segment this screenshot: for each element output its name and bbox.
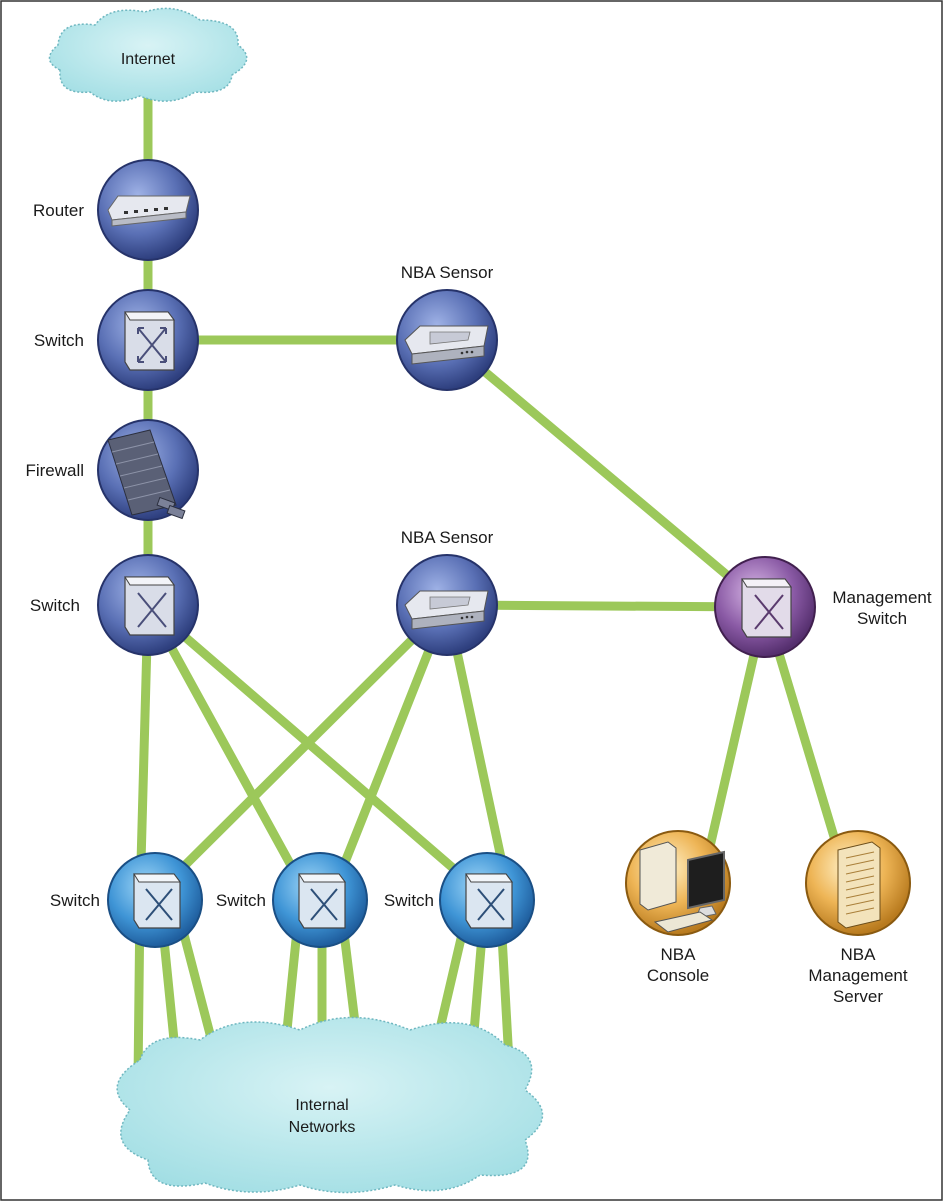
- switch-b3-label: Switch: [384, 891, 434, 910]
- server-label-line3: Server: [833, 987, 883, 1006]
- internet-label: Internet: [121, 51, 176, 68]
- internet-cloud: Internet: [48, 7, 248, 102]
- switch-b1-node: Switch: [50, 852, 203, 948]
- switch-mid-node: Switch: [30, 554, 199, 656]
- cloud-icon: [48, 7, 248, 102]
- management-switch-node: Management Switch: [714, 556, 932, 658]
- cloud-icon: [116, 1016, 544, 1194]
- nba-console-node: NBA Console: [625, 830, 731, 985]
- sensor-icon: [404, 590, 489, 630]
- firewall-label: Firewall: [25, 461, 84, 480]
- computer-icon: [639, 841, 725, 933]
- nba-server-node: NBA Management Server: [805, 830, 911, 1006]
- link-sensor-top-mgmt: [442, 335, 770, 612]
- switch-icon: [465, 873, 513, 929]
- console-label-line2: Console: [647, 966, 709, 985]
- sensor-top-node: NBA Sensor: [396, 263, 498, 391]
- switch-icon: [741, 578, 792, 638]
- switch-b2-node: Switch: [216, 852, 368, 948]
- router-icon: [107, 195, 191, 227]
- switch-b3-node: Switch: [384, 852, 535, 948]
- switch-b1-label: Switch: [50, 891, 100, 910]
- internal-label-line1: Internal: [295, 1097, 348, 1114]
- link-sensor-b2: [325, 600, 452, 905]
- sensor-mid-label: NBA Sensor: [401, 528, 494, 547]
- sensor-icon: [404, 325, 489, 365]
- switch-icon: [133, 873, 181, 929]
- switch-b2-label: Switch: [216, 891, 266, 910]
- switch-icon: [124, 311, 175, 371]
- link-sensor-mid-mgmt: [442, 600, 770, 612]
- link-switch-b2: [143, 600, 315, 905]
- switch-icon: [298, 873, 346, 929]
- firewall-icon: [107, 429, 186, 520]
- firewall-node: Firewall: [25, 419, 199, 521]
- server-label-line1: NBA: [841, 945, 877, 964]
- internal-networks-cloud: Internal Networks: [116, 1016, 544, 1194]
- internal-label-line2: Networks: [289, 1119, 356, 1136]
- console-label-line1: NBA: [661, 945, 697, 964]
- switch-top-label: Switch: [34, 331, 84, 350]
- server-label-line2: Management: [808, 966, 908, 985]
- sensor-top-label: NBA Sensor: [401, 263, 494, 282]
- router-node: Router: [33, 159, 199, 261]
- switch-mid-label: Switch: [30, 596, 80, 615]
- sensor-mid-node: NBA Sensor: [396, 528, 498, 656]
- switch-icon: [124, 576, 175, 636]
- link-sensor-b1: [145, 600, 452, 905]
- management-label-line1: Management: [832, 588, 932, 607]
- router-label: Router: [33, 201, 84, 220]
- link-switch-b3: [143, 600, 495, 905]
- switch-top-node: Switch: [34, 289, 199, 391]
- management-label-line2: Switch: [857, 609, 907, 628]
- server-rack-icon: [837, 841, 881, 929]
